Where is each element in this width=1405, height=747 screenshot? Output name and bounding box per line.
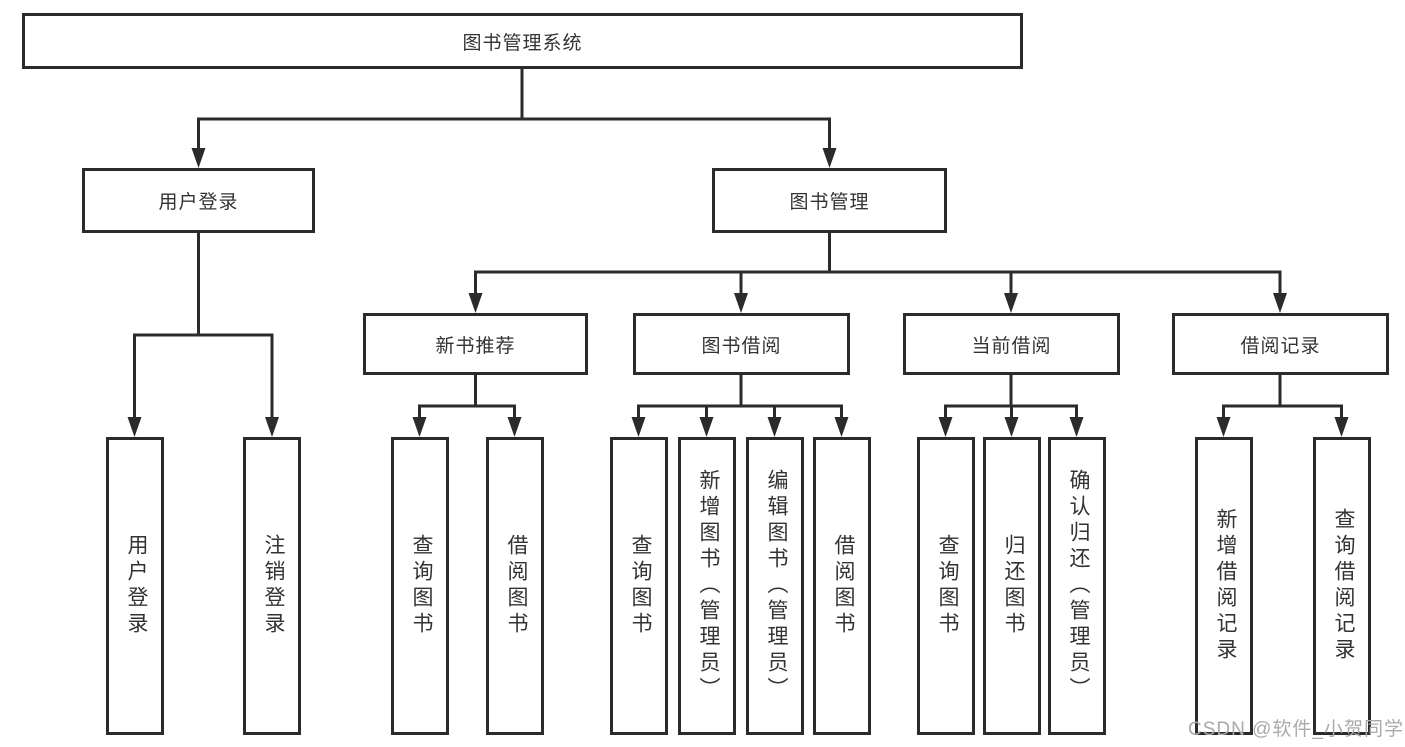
connector-new-book-rec-to-leaves <box>412 373 522 437</box>
leaf-edit-book-admin: 编辑图书（管理员） <box>746 437 804 735</box>
arrow-down-icon <box>412 417 427 437</box>
arrow-down-icon <box>127 417 142 437</box>
node-label: 图书借阅 <box>701 335 782 357</box>
leaf-query-books-recommend: 查询图书 <box>391 437 449 735</box>
node-label: 图书管理系统 <box>462 32 583 54</box>
node-label: 借阅记录 <box>1240 335 1321 357</box>
csdn-watermark: CSDN @软件_小贺同学 <box>1188 719 1404 740</box>
arrow-down-icon <box>938 417 953 437</box>
connector-book-borrow-to-leaves <box>631 373 849 437</box>
node-new-book-recommend: 新书推荐 <box>363 313 588 375</box>
arrow-down-icon <box>767 417 782 437</box>
arrow-down-icon <box>734 293 748 313</box>
node-label: 当前借阅 <box>971 335 1052 357</box>
connector-borrow-records-to-leaves <box>1216 373 1349 437</box>
arrow-down-icon <box>507 417 522 437</box>
leaf-confirm-return-admin: 确认归还（管理员） <box>1048 437 1106 735</box>
arrow-down-icon <box>1273 293 1287 313</box>
leaf-add-book-admin: 新增图书（管理员） <box>678 437 736 735</box>
arrow-down-icon <box>1216 417 1231 437</box>
leaf-borrow-books: 借阅图书 <box>813 437 871 735</box>
leaf-return-book: 归还图书 <box>983 437 1041 735</box>
arrow-down-icon <box>1004 417 1019 437</box>
arrow-down-icon <box>1334 417 1349 437</box>
leaf-logout: 注销登录 <box>243 437 301 735</box>
node-borrowing-records: 借阅记录 <box>1172 313 1389 375</box>
arrow-down-icon <box>834 417 849 437</box>
leaf-query-books-borrowing: 查询图书 <box>610 437 668 735</box>
node-book-management: 图书管理 <box>712 168 947 233</box>
connector-book-mgmt-to-level3 <box>468 230 1287 313</box>
connector-user-login-to-leaves <box>127 230 279 437</box>
leaf-query-borrow-record: 查询借阅记录 <box>1313 437 1371 735</box>
connector-current-borrow-to-leaves <box>938 373 1084 437</box>
node-label: 图书管理 <box>789 192 870 213</box>
node-root-library-system: 图书管理系统 <box>22 13 1023 69</box>
node-label: 用户登录 <box>158 192 239 213</box>
leaf-user-login: 用户登录 <box>106 437 164 735</box>
node-book-borrowing: 图书借阅 <box>633 313 850 375</box>
arrow-down-icon <box>631 417 646 437</box>
arrow-down-icon <box>265 417 279 437</box>
arrow-down-icon <box>822 148 837 168</box>
arrow-down-icon <box>1069 417 1084 437</box>
leaf-query-books-current: 查询图书 <box>917 437 975 735</box>
arrow-down-icon <box>1004 293 1018 313</box>
leaf-add-borrow-record: 新增借阅记录 <box>1195 437 1253 735</box>
arrow-down-icon <box>191 148 206 168</box>
node-label: 新书推荐 <box>435 335 516 357</box>
node-user-login-group: 用户登录 <box>82 168 315 233</box>
arrow-down-icon <box>468 293 483 313</box>
node-current-borrowing: 当前借阅 <box>903 313 1120 375</box>
leaf-borrow-books-recommend: 借阅图书 <box>486 437 544 735</box>
arrow-down-icon <box>699 417 714 437</box>
connector-root-to-level2 <box>191 66 837 168</box>
